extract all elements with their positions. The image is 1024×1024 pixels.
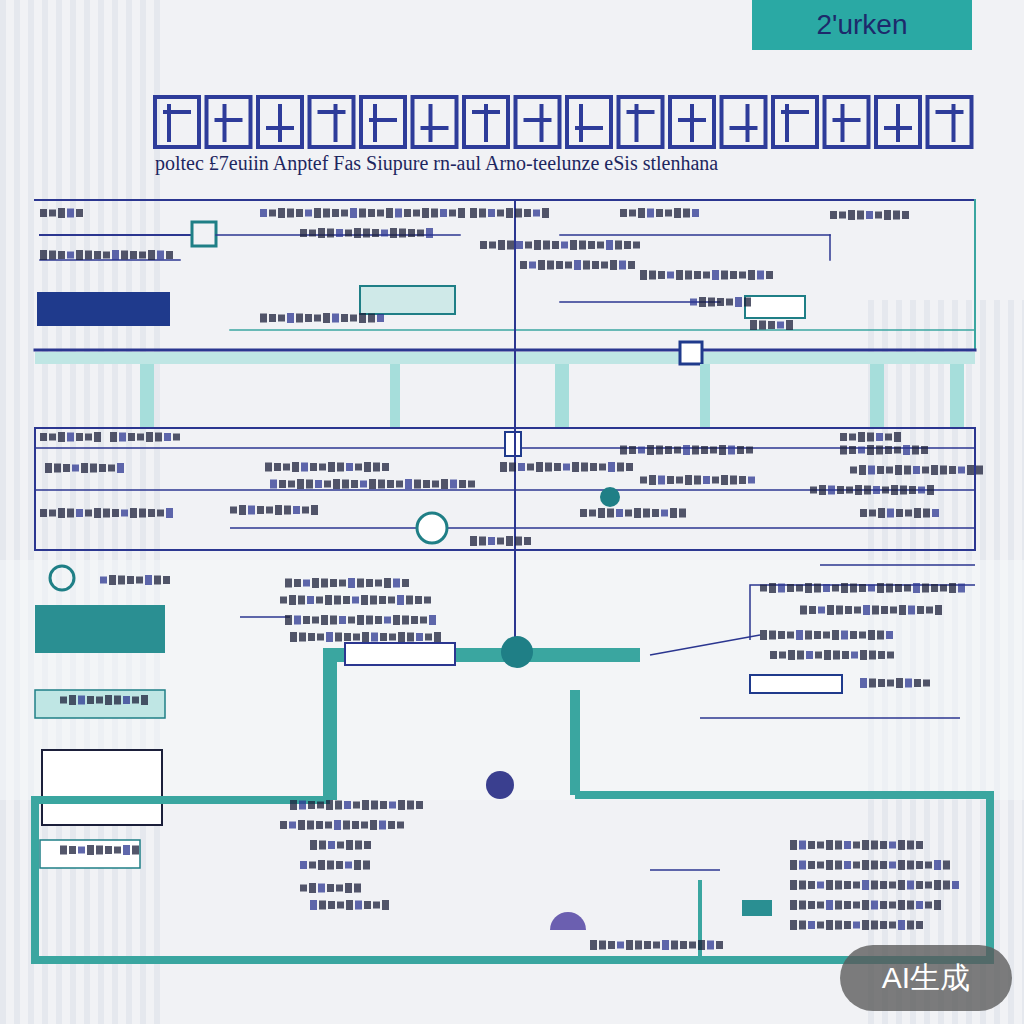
watermark-badge: AI生成 (840, 945, 1012, 1011)
subtitle-text: poltec £7euiin Anptef Fas Siupure rn-aul… (155, 152, 718, 175)
brand-box: 2'urken (752, 0, 972, 50)
node-text: AI生成 (882, 958, 970, 999)
node-text: 2'urken (817, 9, 908, 41)
